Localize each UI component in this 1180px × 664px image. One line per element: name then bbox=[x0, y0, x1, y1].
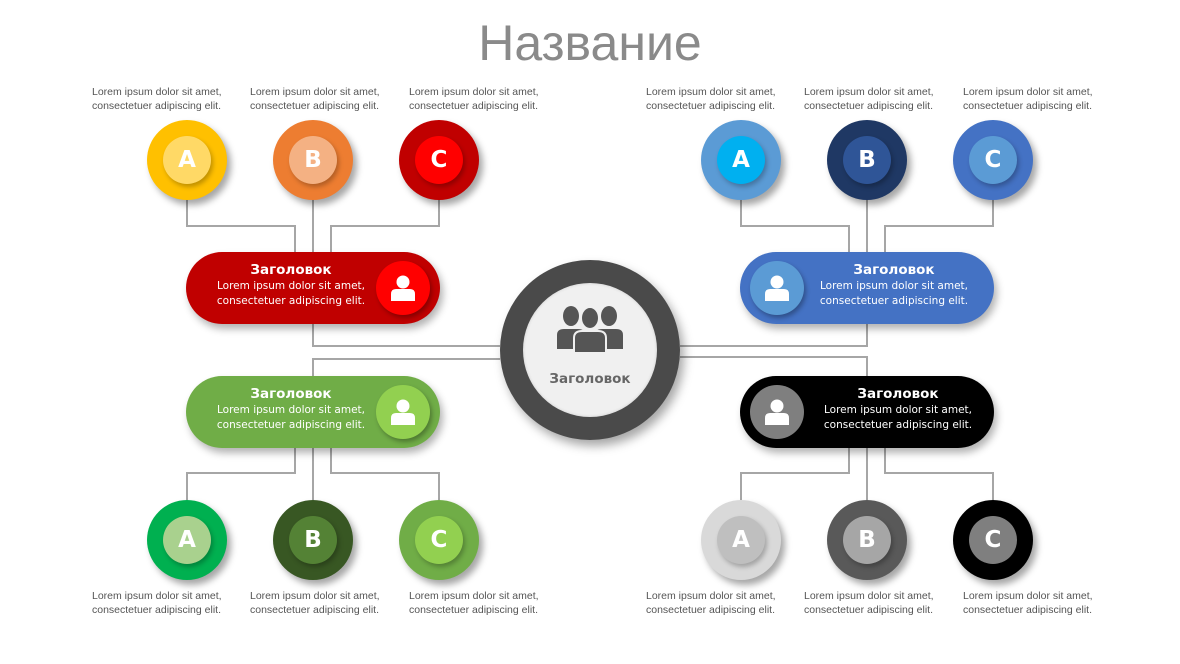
item-description: Lorem ipsum dolor sit amet,consectetuer … bbox=[250, 86, 380, 112]
group-heading: Заголовок bbox=[857, 386, 939, 402]
item-description: Lorem ipsum dolor sit amet,consectetuer … bbox=[963, 86, 1093, 112]
group-heading: Заголовок bbox=[250, 386, 332, 402]
item-letter: C bbox=[969, 516, 1017, 564]
group-text: Lorem ipsum dolor sit amet, bbox=[217, 280, 365, 292]
connector-hub-bottom-right bbox=[680, 356, 868, 376]
item-description: Lorem ipsum dolor sit amet,consectetuer … bbox=[804, 86, 934, 112]
central-hub-label: Заголовок bbox=[549, 371, 631, 387]
group-icon bbox=[557, 306, 623, 354]
group-pill-top-left: Заголовок Lorem ipsum dolor sit amet, co… bbox=[186, 252, 440, 324]
group-text: consectetuer adipiscing elit. bbox=[216, 419, 366, 431]
item-circle-b: B bbox=[827, 500, 907, 580]
item-circle-b: B bbox=[273, 500, 353, 580]
person-icon bbox=[750, 385, 804, 439]
group-text: Lorem ipsum dolor sit amet, bbox=[820, 280, 968, 292]
person-icon bbox=[750, 261, 804, 315]
item-description: Lorem ipsum dolor sit amet,consectetuer … bbox=[92, 86, 222, 112]
item-description: Lorem ipsum dolor sit amet,consectetuer … bbox=[963, 590, 1093, 616]
item-letter: C bbox=[415, 136, 463, 184]
connector-hub-top-right bbox=[680, 322, 868, 347]
group-text: consectetuer adipiscing elit. bbox=[819, 295, 969, 307]
item-circle-b: B bbox=[827, 120, 907, 200]
item-letter: B bbox=[843, 136, 891, 184]
item-letter: C bbox=[415, 516, 463, 564]
group-heading: Заголовок bbox=[853, 262, 935, 278]
page-title: Название bbox=[478, 15, 702, 71]
group-pill-top-right: Заголовок Lorem ipsum dolor sit amet, co… bbox=[740, 252, 994, 324]
group-text: Lorem ipsum dolor sit amet, bbox=[824, 404, 972, 416]
item-description: Lorem ipsum dolor sit amet,consectetuer … bbox=[646, 590, 776, 616]
item-circle-a: A bbox=[147, 120, 227, 200]
item-letter: A bbox=[163, 136, 211, 184]
item-letter: A bbox=[717, 516, 765, 564]
item-description: Lorem ipsum dolor sit amet,consectetuer … bbox=[804, 590, 934, 616]
group-text: consectetuer adipiscing elit. bbox=[216, 295, 366, 307]
item-circle-a: A bbox=[147, 500, 227, 580]
group-pill-bottom-right: Заголовок Lorem ipsum dolor sit amet, co… bbox=[740, 376, 994, 448]
item-letter: B bbox=[289, 136, 337, 184]
item-description: Lorem ipsum dolor sit amet,consectetuer … bbox=[409, 86, 539, 112]
central-hub-inner: Заголовок bbox=[523, 283, 657, 417]
connector-hub-bottom-left bbox=[312, 358, 500, 376]
item-description: Lorem ipsum dolor sit amet,consectetuer … bbox=[409, 590, 539, 616]
item-circle-a: A bbox=[701, 500, 781, 580]
item-circle-c: C bbox=[399, 500, 479, 580]
item-circle-c: C bbox=[953, 500, 1033, 580]
group-text: consectetuer adipiscing elit. bbox=[823, 419, 973, 431]
item-description: Lorem ipsum dolor sit amet,consectetuer … bbox=[250, 590, 380, 616]
item-description: Lorem ipsum dolor sit amet,consectetuer … bbox=[92, 590, 222, 616]
item-circle-b: B bbox=[273, 120, 353, 200]
item-letter: A bbox=[163, 516, 211, 564]
item-letter: A bbox=[717, 136, 765, 184]
item-description: Lorem ipsum dolor sit amet,consectetuer … bbox=[646, 86, 776, 112]
item-circle-c: C bbox=[953, 120, 1033, 200]
group-text: Lorem ipsum dolor sit amet, bbox=[217, 404, 365, 416]
item-letter: C bbox=[969, 136, 1017, 184]
item-circle-c: C bbox=[399, 120, 479, 200]
connector-hub-top-left bbox=[312, 322, 500, 347]
central-hub: Заголовок bbox=[500, 260, 680, 440]
group-heading: Заголовок bbox=[250, 262, 332, 278]
item-letter: B bbox=[843, 516, 891, 564]
person-icon bbox=[376, 385, 430, 439]
group-pill-bottom-left: Заголовок Lorem ipsum dolor sit amet, co… bbox=[186, 376, 440, 448]
item-letter: B bbox=[289, 516, 337, 564]
person-icon bbox=[376, 261, 430, 315]
item-circle-a: A bbox=[701, 120, 781, 200]
